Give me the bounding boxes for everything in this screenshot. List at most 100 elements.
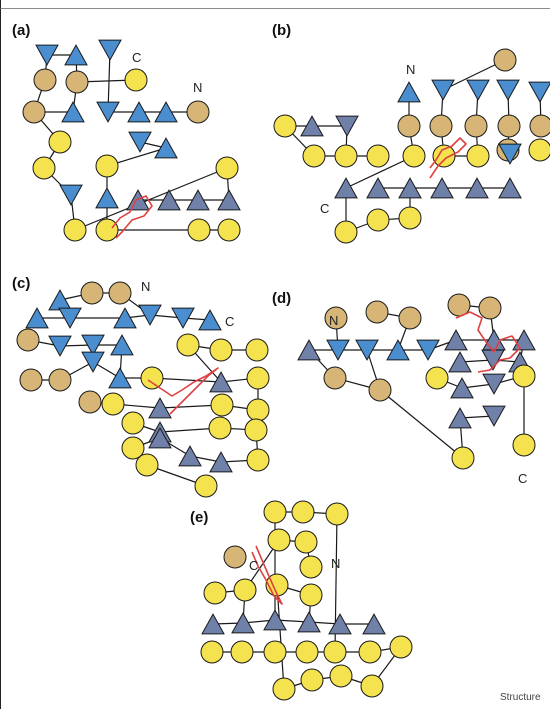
strand-up-triangle — [48, 289, 72, 311]
helix-circle — [215, 156, 239, 180]
panel-a-label: (a) — [12, 22, 30, 39]
strand-up-triangle — [209, 371, 233, 393]
helix-circle — [329, 664, 353, 688]
panel-d-c-terminus: C — [518, 471, 527, 486]
loop-circle — [19, 368, 43, 392]
panel-b-c-terminus: C — [320, 201, 329, 216]
strand-up-triangle — [334, 177, 358, 199]
panel-a-elements — [22, 39, 241, 242]
ligand-molecule — [111, 195, 153, 239]
helix-circle — [273, 114, 297, 138]
strand-down-triangle — [138, 304, 162, 326]
loop-circle — [464, 114, 488, 138]
panel-b-elements — [273, 48, 550, 244]
strand-down-triangle — [431, 79, 455, 101]
loop-circle — [324, 306, 348, 330]
helix-circle — [334, 144, 358, 168]
strand-up-triangle — [297, 339, 321, 361]
helix-circle — [210, 393, 234, 417]
panel-a-n-terminus: N — [193, 80, 202, 95]
loop-circle — [397, 114, 421, 138]
strand-up-triangle — [61, 101, 85, 123]
strand-up-triangle — [201, 613, 225, 635]
strand-down-triangle — [498, 143, 522, 165]
strand-up-triangle — [398, 177, 422, 199]
helix-circle — [203, 581, 227, 605]
strand-up-triangle — [95, 187, 119, 209]
loop-circle — [223, 545, 247, 569]
loop-circle — [65, 70, 89, 94]
helix-circle — [299, 555, 323, 579]
strand-up-triangle — [127, 101, 151, 123]
helix-circle — [366, 144, 390, 168]
panel-b-n-terminus: N — [406, 62, 415, 77]
panel-e — [200, 500, 413, 701]
helix-circle — [95, 218, 119, 242]
loop-circle — [186, 100, 210, 124]
helix-circle — [208, 416, 232, 440]
helix-circle — [63, 218, 87, 242]
strand-up-triangle — [209, 451, 233, 473]
helix-circle — [246, 366, 270, 390]
strand-down-triangle — [466, 79, 490, 101]
helix-circle — [302, 144, 326, 168]
helix-circle — [512, 364, 536, 388]
strand-up-triangle — [148, 397, 172, 419]
connection-line — [276, 584, 285, 690]
strand-up-triangle — [448, 351, 472, 373]
helix-circle — [295, 640, 319, 664]
strand-down-triangle — [35, 44, 59, 66]
connection-line — [151, 377, 222, 383]
helix-circle — [300, 668, 324, 692]
strand-up-triangle — [300, 115, 324, 137]
loop-circle — [429, 114, 453, 138]
helix-circle — [217, 218, 241, 242]
loop-circle — [365, 300, 389, 324]
helix-circle — [451, 446, 475, 470]
strand-up-triangle — [386, 339, 410, 361]
strand-up-triangle — [498, 177, 522, 199]
loop-circle — [529, 114, 550, 138]
ligand-molecule — [147, 367, 219, 415]
helix-circle — [263, 640, 287, 664]
ligand-molecule — [251, 545, 283, 605]
helix-circle — [366, 208, 390, 232]
strand-up-triangle — [154, 101, 178, 123]
strand-up-triangle — [397, 81, 421, 103]
strand-up-triangle — [217, 189, 241, 211]
credit-text: Structure — [500, 692, 541, 703]
strand-down-triangle — [81, 334, 105, 356]
strand-up-triangle — [465, 177, 489, 199]
panel-e-elements — [200, 500, 413, 701]
helix-circle — [101, 392, 125, 416]
helix-circle — [209, 338, 233, 362]
panel-e-label: (e) — [190, 509, 208, 526]
strand-up-triangle — [231, 612, 255, 634]
helix-circle — [135, 453, 159, 477]
loop-circle — [33, 68, 57, 92]
panel-e-c-terminus: C — [249, 558, 258, 573]
strand-down-triangle — [528, 81, 550, 103]
helix-circle — [246, 448, 270, 472]
helix-circle — [466, 144, 490, 168]
helix-circle — [528, 138, 550, 162]
helix-circle — [294, 530, 318, 554]
helix-circle — [272, 677, 296, 701]
strand-up-triangle — [64, 44, 88, 66]
panel-e-n-terminus: N — [331, 556, 340, 571]
strand-down-triangle — [326, 339, 350, 361]
strand-down-triangle — [81, 351, 105, 373]
panel-c-elements — [16, 281, 270, 498]
helix-circle — [194, 474, 218, 498]
strand-down-triangle — [96, 101, 120, 123]
loop-circle — [48, 368, 72, 392]
strand-down-triangle — [48, 335, 72, 357]
strand-down-triangle — [482, 373, 506, 395]
helix-circle — [432, 144, 456, 168]
strand-up-triangle — [362, 613, 386, 635]
strand-up-triangle — [366, 177, 390, 199]
strand-up-triangle — [148, 427, 172, 449]
strand-up-triangle — [297, 611, 321, 633]
strand-up-triangle — [113, 307, 137, 329]
connection-line — [345, 155, 415, 189]
